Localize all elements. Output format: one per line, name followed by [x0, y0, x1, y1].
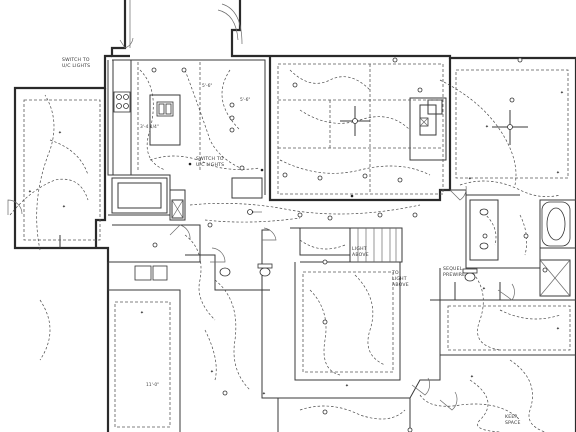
note-line: SWITCH TO	[62, 57, 90, 63]
entry-stair	[129, 0, 243, 48]
switch-uc-lights-note-mid: SWITCH TO U/C LIGHTS	[196, 156, 224, 168]
note-line: U/C LIGHTS	[62, 63, 90, 69]
svg-text:✦: ✦	[468, 176, 472, 182]
kitchen-sink-icon	[156, 101, 174, 117]
vanity-sinks	[469, 199, 499, 261]
note-line: ABOVE	[352, 252, 369, 258]
toilet-icon	[257, 263, 273, 277]
to-light-above-note: TO LIGHT ABOVE	[391, 270, 409, 288]
sequel-prewire-note: SEQUEL PREWIRE	[443, 266, 465, 278]
svg-text:✦: ✦	[58, 130, 62, 136]
switch-markers: ✦ ✦ ✦ ✦ ✦ ✦ ✦ ✦ ✦ ✦ ✦ ✦ ✦ ✦	[28, 90, 564, 397]
toilet-icon	[462, 268, 478, 282]
svg-text:✦: ✦	[482, 286, 486, 292]
svg-text:✦: ✦	[210, 369, 214, 375]
svg-text:✦: ✦	[560, 90, 564, 96]
staircase	[349, 227, 403, 263]
dimension-label: 5'-6"	[202, 83, 212, 89]
note-line: SWITCH TO	[196, 156, 224, 162]
note-line: ABOVE	[392, 282, 409, 288]
svg-text:✦: ✦	[345, 383, 349, 389]
svg-text:✦: ✦	[470, 374, 474, 380]
cooktop-icon	[113, 91, 131, 113]
note-line: LIGHT	[352, 246, 367, 252]
circuit-wires	[9, 69, 561, 432]
dimension-label: 11'-0"	[146, 382, 159, 388]
note-line: TO	[391, 270, 399, 276]
bath-fan-icon	[419, 117, 429, 127]
light-fixtures	[151, 57, 548, 432]
note-line: KEEP	[505, 414, 517, 420]
exterior-walls	[13, 0, 576, 432]
toilet-icon	[219, 267, 231, 277]
interior-walls	[59, 59, 576, 432]
svg-text:✦: ✦	[62, 204, 66, 210]
dimension-label: 3'-4 1/4"	[140, 124, 159, 130]
cabinet-x	[171, 199, 184, 219]
note-line: SEQUEL	[443, 266, 463, 272]
svg-text:✦: ✦	[556, 326, 560, 332]
laundry-sink-icon	[134, 265, 168, 281]
note-line: U/C LIGHTS	[196, 162, 224, 168]
svg-text:✦: ✦	[262, 391, 266, 397]
bathtub-icon	[541, 201, 571, 247]
light-above-note: LIGHT ABOVE	[352, 246, 369, 258]
ceiling-fan-icon	[340, 106, 370, 136]
shower-icon	[539, 259, 571, 297]
svg-text:✦: ✦	[28, 189, 32, 195]
smoke-detector-icon	[247, 209, 262, 215]
svg-text:✦: ✦	[485, 124, 489, 130]
note-line: SPACE	[505, 420, 521, 426]
door-swings	[7, 37, 515, 411]
svg-text:✦: ✦	[140, 310, 144, 316]
dimension-label: 5'-6"	[240, 97, 250, 103]
note-line: PREWIRE	[443, 272, 465, 278]
svg-text:✦: ✦	[556, 170, 560, 176]
note-line: LIGHT	[392, 276, 407, 282]
ceiling-outlines	[23, 62, 571, 428]
switch-uc-lights-note-top: SWITCH TO U/C LIGHTS	[62, 57, 90, 69]
keep-space-note: KEEP SPACE	[505, 414, 521, 426]
ceiling-fan-icon	[492, 110, 528, 145]
